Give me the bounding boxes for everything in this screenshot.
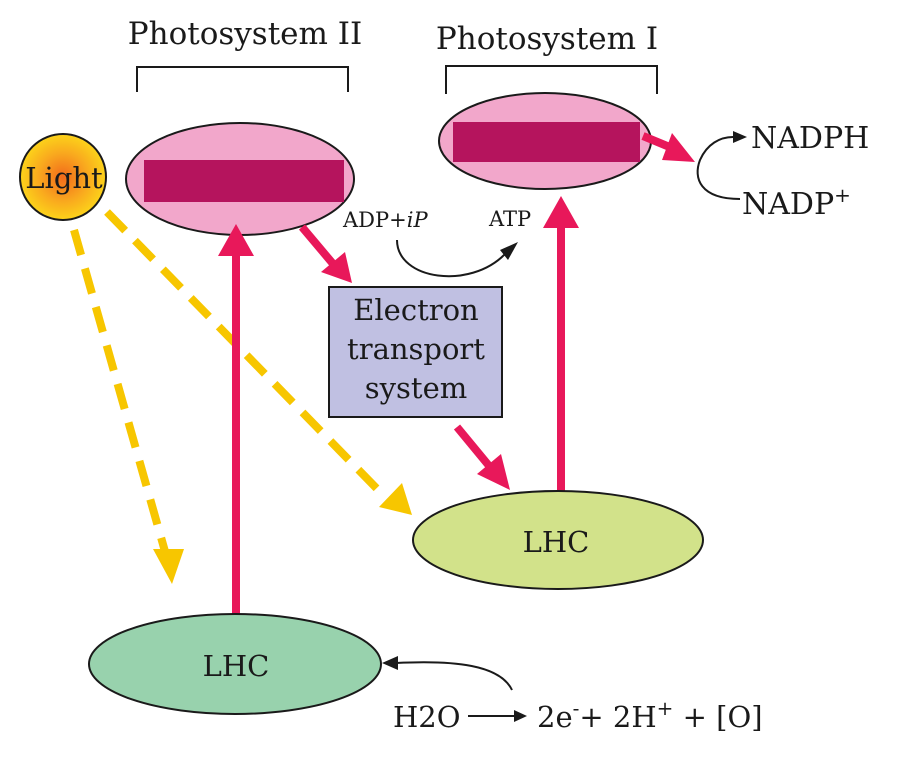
photosystem-1-label: Photosystem I — [436, 21, 658, 57]
photosystem-2-label: Photosystem II — [128, 16, 362, 52]
ets-label-line-3: system — [365, 371, 467, 405]
photosystem-1-bracket — [445, 65, 658, 94]
lhc-ps2-label: LHC — [203, 649, 270, 683]
adp-pi-label: ADP+iP — [342, 208, 428, 232]
red-arrow-lhc-to-ps1-head — [543, 196, 579, 228]
light-arrow-to-lhc-ps1-head — [379, 483, 412, 515]
light-label: Light — [25, 161, 103, 195]
nadp-to-nadph-arrowhead — [733, 131, 747, 143]
electron-transport-system-box — [328, 286, 503, 418]
adp-to-atp-arrowhead — [500, 242, 518, 260]
adp-to-atp-curve — [396, 239, 506, 278]
ets-label-line-2: transport — [347, 332, 485, 366]
water-label: H2O — [393, 700, 461, 734]
water-to-lhc-curve — [395, 661, 513, 691]
photosystem-2-bracket — [136, 66, 349, 92]
nadph-label: NADPH — [751, 121, 869, 156]
ets-label-line-1: Electron — [353, 293, 479, 327]
red-arrow-ets-to-lhc-ps1 — [453, 424, 494, 470]
red-arrow-ps2-to-ets — [298, 224, 338, 268]
lhc-ps1-label: LHC — [523, 525, 590, 559]
light-sun — [19, 133, 107, 221]
light-arrow-to-lhc-ps1 — [104, 209, 388, 500]
nadp-label: NADP+ — [742, 183, 851, 222]
lhc-photosystem-2 — [88, 613, 382, 715]
light-arrow-to-lhc-ps2-head — [153, 549, 184, 584]
red-arrow-ps1-to-nadph — [641, 132, 674, 152]
water-to-lhc-arrowhead — [382, 656, 398, 670]
water-products-label: 2e-+ 2H+ + [O] — [537, 696, 763, 734]
lhc-photosystem-1 — [412, 490, 704, 590]
water-split-arrowhead — [514, 710, 527, 722]
light-arrow-to-lhc-ps2 — [70, 228, 170, 557]
nadp-to-nadph-curve — [696, 136, 741, 200]
photosystem-1-reaction-center — [453, 122, 640, 162]
atp-label: ATP — [488, 207, 531, 231]
red-arrow-ps2-to-ets-head — [321, 252, 352, 283]
red-arrow-ets-to-lhc-ps1-head — [477, 454, 510, 490]
red-arrow-ps1-to-nadph-head — [662, 133, 695, 162]
nadp-superscript: + — [834, 183, 851, 207]
photosystem-2-reaction-center — [144, 160, 344, 202]
red-arrow-lhc-to-ps2-head — [218, 224, 254, 256]
